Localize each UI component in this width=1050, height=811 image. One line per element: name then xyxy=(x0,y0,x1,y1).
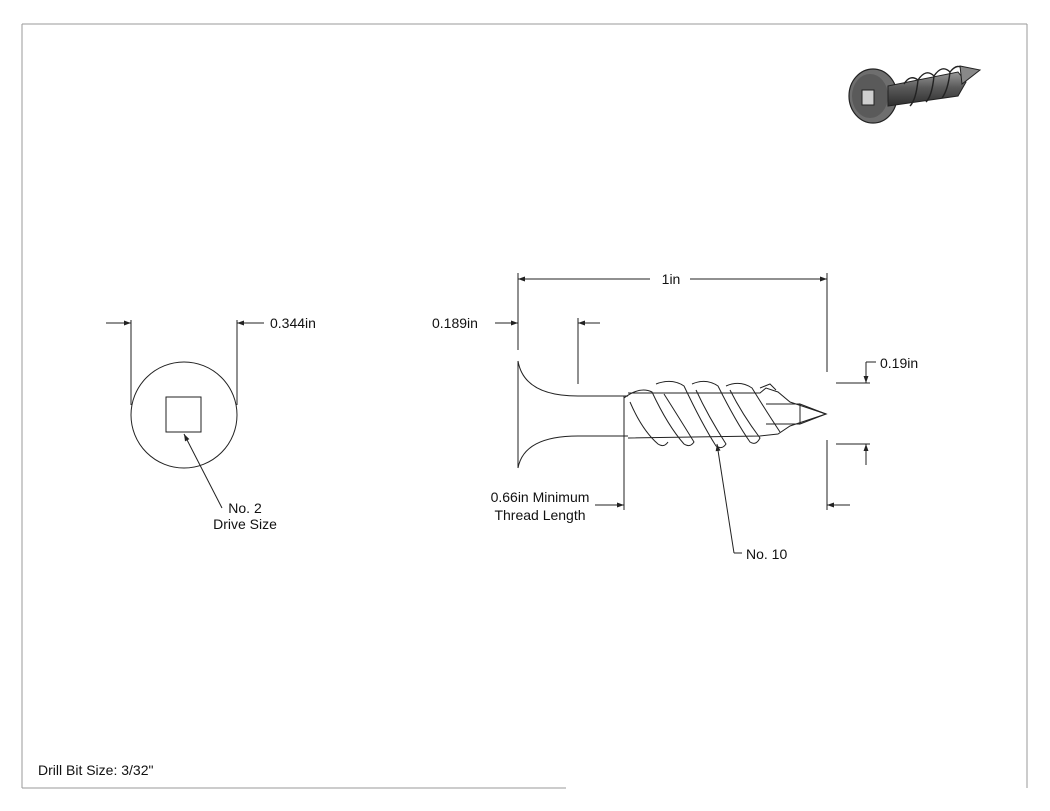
screw-isometric-icon xyxy=(848,65,982,124)
screw-size-label: No. 10 xyxy=(746,546,788,562)
length-label: 1in xyxy=(661,271,681,287)
screw-head-top-view xyxy=(106,320,264,509)
sheet-border xyxy=(21,23,1028,789)
side-view-dimensions xyxy=(495,273,876,554)
screw-side-view xyxy=(517,360,828,469)
head-diameter-label: 0.344in xyxy=(270,315,316,331)
thread-length-label-line1: 0.66in Minimum xyxy=(490,489,590,505)
drive-size-label-line1: No. 2 xyxy=(228,500,262,516)
head-height-label: 0.189in xyxy=(432,315,478,331)
drive-size-label-line2: Drive Size xyxy=(213,516,277,532)
thread-length-label-line2: Thread Length xyxy=(494,507,586,523)
drill-bit-size-label: Drill Bit Size: 3/32" xyxy=(38,762,154,778)
shank-diameter-label: 0.19in xyxy=(880,355,919,371)
